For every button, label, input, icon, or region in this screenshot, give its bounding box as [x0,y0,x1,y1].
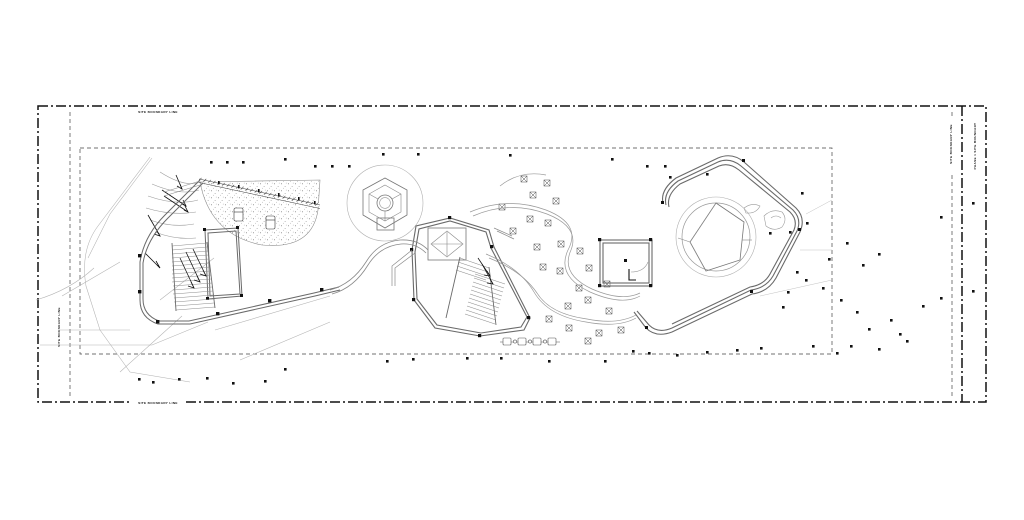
west-enclosure-nodes [203,226,243,300]
east-ground-lines [759,199,833,297]
outer-site-boundary [37,105,987,403]
label-site-boundary-right: SITE BOUNDARY LINE [949,124,953,164]
west-approach-walk [329,239,429,295]
east-small-features [743,204,786,230]
plaza-bench [233,207,276,230]
courtyard-door-leaf [628,269,636,281]
plaza-outline [199,179,321,246]
inner-dashed-boundary [69,112,953,396]
east-stair-block [391,216,531,338]
pavilion-canopy-circle [346,164,424,242]
east-block-walk-fingers [391,227,515,286]
plaza-retaining-wall [198,177,321,209]
west-wall-nodes [138,254,324,324]
label-site-boundary-top: SITE BOUNDARY LINE [138,110,178,114]
tree-symbol-group [498,175,625,345]
boundary-labels: SITE BOUNDARY LINE SITE BOUNDARY LINE SI… [55,108,977,405]
east-block-nodes [410,216,531,338]
ground-contour-lines [35,156,331,383]
east-pentagon-enclosure [633,155,803,335]
plaza-outer-circle [675,196,757,278]
survey-dot-group [138,153,975,385]
west-stair [171,241,216,312]
courtyard-door-swing [630,261,649,273]
landscape-paths [469,173,641,325]
pavilion-core-inner [379,197,391,209]
pavilion-struts [368,193,402,221]
label-site-boundary-left: SITE BOUNDARY LINE [57,307,61,347]
plaza-facets [677,202,752,272]
label-phase-boundary-right: PHASE 1 SITE BOUNDARY [973,122,977,170]
hexagonal-pavilion [346,164,424,242]
bollard-chain [500,337,560,346]
east-courtyard [598,238,653,288]
east-stair-direction-arrow [477,257,494,285]
circular-plaza [675,196,757,278]
pavilion-hexagon [362,177,408,229]
pavilion-entry-step [376,217,395,231]
diamond-courtyard [427,227,467,261]
west-stair-direction-arrow [179,248,207,289]
east-stair [445,256,506,326]
pentagon-enclosure-nodes [645,159,801,329]
west-upper-ramp [163,180,201,197]
label-site-boundary-bottom: SITE BOUNDARY LINE [138,401,178,405]
